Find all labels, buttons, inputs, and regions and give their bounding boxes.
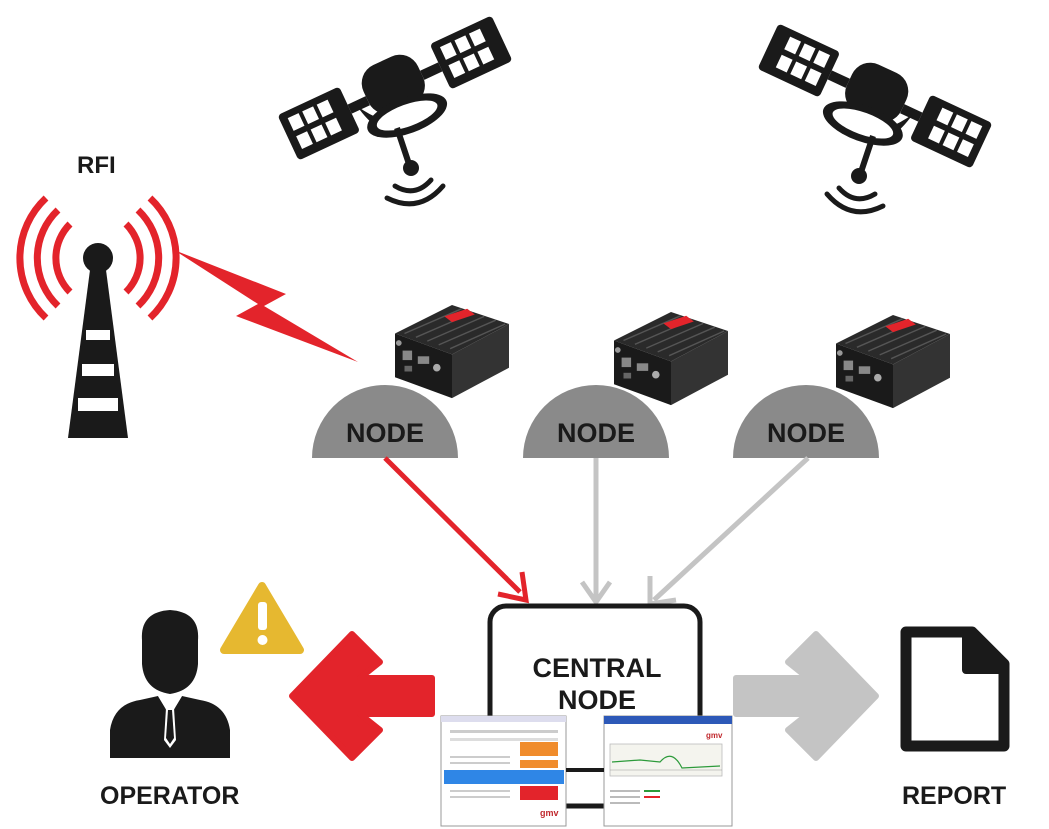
central-node-label-line2: NODE	[557, 685, 636, 715]
node-label: NODE	[556, 418, 635, 448]
operator-label: OPERATOR	[100, 782, 240, 810]
red-link-arrow	[383, 456, 529, 604]
node-dome-3	[733, 385, 879, 458]
report-label: REPORT	[902, 782, 1007, 810]
node-dome-1	[312, 385, 458, 458]
warning-icon	[220, 582, 304, 654]
software-screenshot-1: gmv	[440, 715, 567, 827]
satellite-icon	[275, 11, 512, 204]
svg-text:gmv: gmv	[540, 808, 559, 818]
report-arrow-right	[733, 631, 879, 761]
node-label: NODE	[345, 418, 424, 448]
device-icon	[394, 304, 510, 399]
radio-tower-icon	[16, 195, 180, 438]
central-node-label-line1: CENTRAL	[532, 653, 662, 683]
svg-text:gmv: gmv	[706, 731, 723, 740]
operator-icon	[110, 610, 230, 758]
node-label: NODE	[766, 418, 845, 448]
software-screenshot-2: gmv	[603, 715, 733, 827]
central-node-label: CENTRAL NODE	[490, 652, 704, 716]
gray-link-arrow	[647, 456, 810, 607]
alert-arrow-left	[289, 631, 435, 761]
device-icon	[613, 311, 729, 406]
device-icon	[835, 314, 951, 409]
satellite-icon	[757, 19, 994, 212]
lightning-icon	[174, 250, 358, 362]
node-dome-2	[523, 385, 669, 458]
document-icon	[900, 626, 1010, 752]
rfi-label: RFI	[77, 152, 116, 179]
gray-link-arrow	[579, 458, 613, 607]
